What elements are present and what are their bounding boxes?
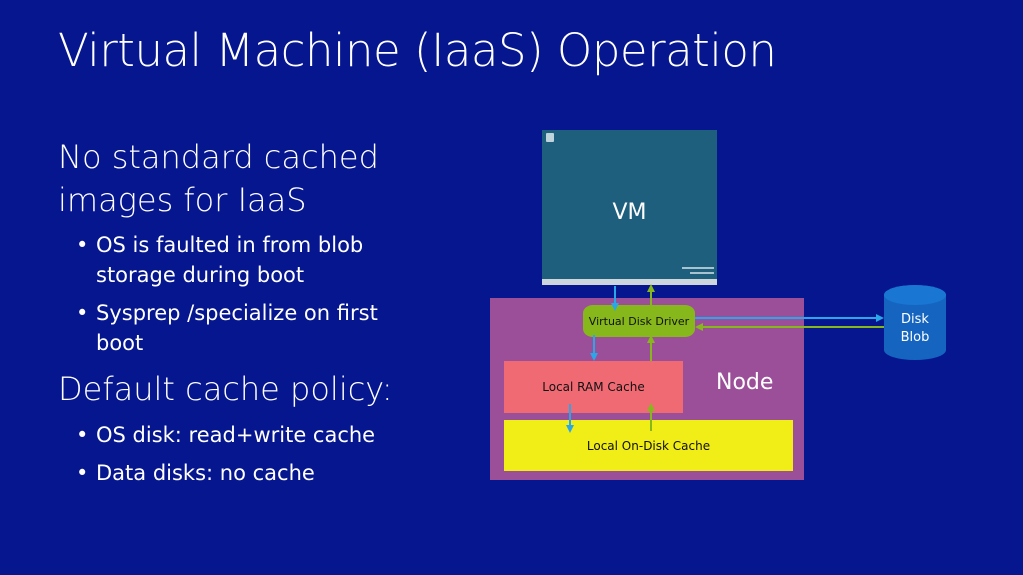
slide-title: Virtual Machine (IaaS) Operation — [58, 24, 777, 77]
local-disk-cache: Local On-Disk Cache — [504, 420, 793, 471]
bullet-list-2: OS disk: read+write cache Data disks: no… — [76, 420, 416, 496]
bullet-list-1: OS is faulted in from blob storage durin… — [76, 230, 416, 366]
bullet-os-disk: OS disk: read+write cache — [76, 420, 416, 450]
vm-taskbar — [542, 279, 717, 285]
node-label: Node — [716, 370, 774, 395]
local-disk-cache-label: Local On-Disk Cache — [586, 438, 711, 453]
bullet-os-faulted: OS is faulted in from blob storage durin… — [76, 230, 416, 290]
disk-blob-line2: Blob — [900, 330, 930, 345]
watermark-line — [682, 267, 714, 269]
local-ram-cache-label: Local RAM Cache — [542, 380, 645, 394]
virtual-disk-driver: Virtual Disk Driver — [583, 305, 695, 337]
virtual-disk-driver-label: Virtual Disk Driver — [588, 314, 690, 328]
disk-blob-line1: Disk — [901, 312, 929, 327]
disk-blob-label: Disk Blob — [884, 311, 946, 347]
vm-box: VM — [542, 130, 717, 285]
disk-blob-cylinder — [884, 285, 946, 360]
bullet-data-disks: Data disks: no cache — [76, 458, 416, 488]
vm-label: VM — [612, 200, 647, 225]
heading-no-cached-images: No standard cached images for IaaS — [58, 138, 379, 219]
bullet-sysprep: Sysprep /specialize on first boot — [76, 298, 416, 358]
heading-cache-policy: Default cache policy: — [58, 370, 393, 408]
recycle-bin-icon — [546, 133, 554, 142]
watermark-line — [690, 272, 714, 274]
